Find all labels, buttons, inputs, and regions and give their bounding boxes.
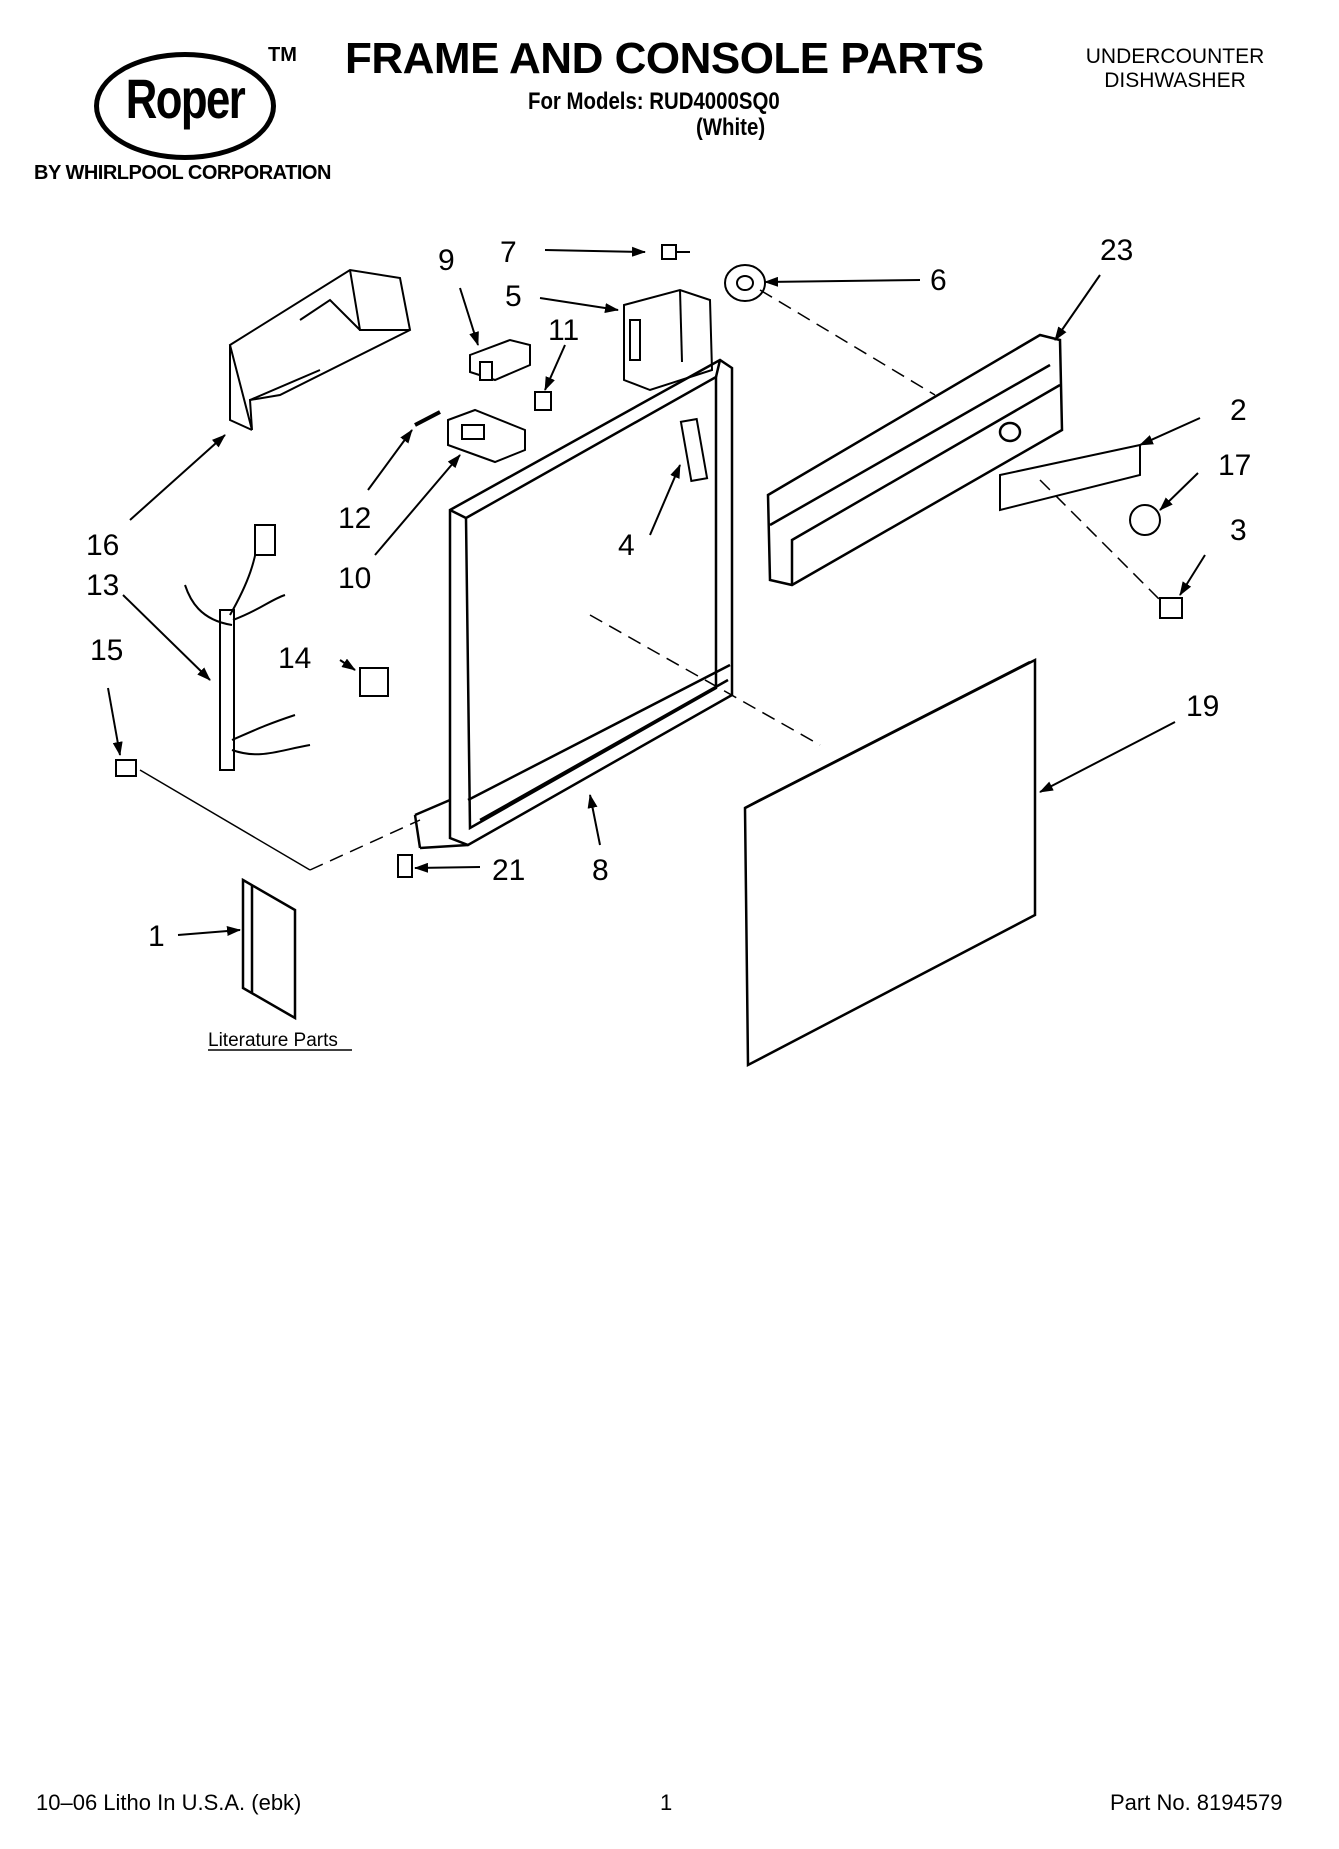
part-11-switch xyxy=(534,391,552,411)
leader-arrows xyxy=(107,246,1206,937)
literature-parts-label: Literature Parts xyxy=(208,1030,338,1051)
byline: BY WHIRLPOOL CORPORATION xyxy=(34,162,331,184)
callout-19: 19 xyxy=(1186,690,1219,723)
callout-6: 6 xyxy=(930,264,947,297)
callout-21: 21 xyxy=(492,854,525,887)
callout-9: 9 xyxy=(438,244,455,277)
part-number: Part No. 8194579 xyxy=(1110,1790,1283,1815)
callout-1: 1 xyxy=(148,920,165,953)
part-17-knob xyxy=(1129,504,1161,536)
part-3-button xyxy=(1159,597,1183,619)
callout-14: 14 xyxy=(278,642,311,675)
models-line: For Models: RUD4000SQ0 xyxy=(528,88,780,115)
callout-10: 10 xyxy=(338,562,371,595)
callout-8: 8 xyxy=(592,854,609,887)
callout-16: 16 xyxy=(86,529,119,562)
part-1-literature xyxy=(241,877,297,1021)
callout-13: 13 xyxy=(86,569,119,602)
model-variant: (White) xyxy=(696,114,766,141)
print-info: 10–06 Litho In U.S.A. (ebk) xyxy=(36,1790,302,1815)
trademark-mark: TM xyxy=(268,44,297,66)
callout-2: 2 xyxy=(1230,394,1247,427)
page-title: FRAME AND CONSOLE PARTS xyxy=(345,34,984,83)
part-2-overlay xyxy=(999,443,1141,512)
part-13-harness xyxy=(184,524,311,771)
part-4-latch xyxy=(679,417,709,483)
callout-15: 15 xyxy=(90,634,123,667)
part-12-rod xyxy=(414,410,441,427)
screw-leader-line xyxy=(139,769,311,871)
page-number: 1 xyxy=(660,1790,673,1815)
part-16-cover xyxy=(228,268,412,431)
part-5-timer xyxy=(623,288,714,392)
product-type-line1: UNDERCOUNTER xyxy=(1085,45,1265,68)
part-14-sensor xyxy=(359,667,389,697)
part-8-frame xyxy=(413,358,734,850)
callout-12: 12 xyxy=(338,502,371,535)
assembly-lines xyxy=(309,289,1161,871)
part-10-bracket xyxy=(447,408,526,464)
callout-5: 5 xyxy=(505,280,522,313)
callout-17: 17 xyxy=(1218,449,1251,482)
part-6-dial xyxy=(724,264,766,302)
part-23-console xyxy=(766,333,1064,587)
part-19-panel xyxy=(743,657,1037,1068)
part-15-screw xyxy=(115,759,137,777)
part-7-screw xyxy=(661,244,690,260)
part-21-clip xyxy=(397,854,413,878)
callout-7: 7 xyxy=(500,236,517,269)
logo-brand-text: Roper xyxy=(125,67,246,130)
callout-23: 23 xyxy=(1100,234,1133,267)
callout-3: 3 xyxy=(1230,514,1247,547)
part-9-bracket xyxy=(469,338,531,382)
roper-logo xyxy=(94,52,276,160)
product-type-line2: DISHWASHER xyxy=(1104,69,1246,92)
callout-4: 4 xyxy=(618,529,635,562)
callout-11: 11 xyxy=(548,314,579,347)
